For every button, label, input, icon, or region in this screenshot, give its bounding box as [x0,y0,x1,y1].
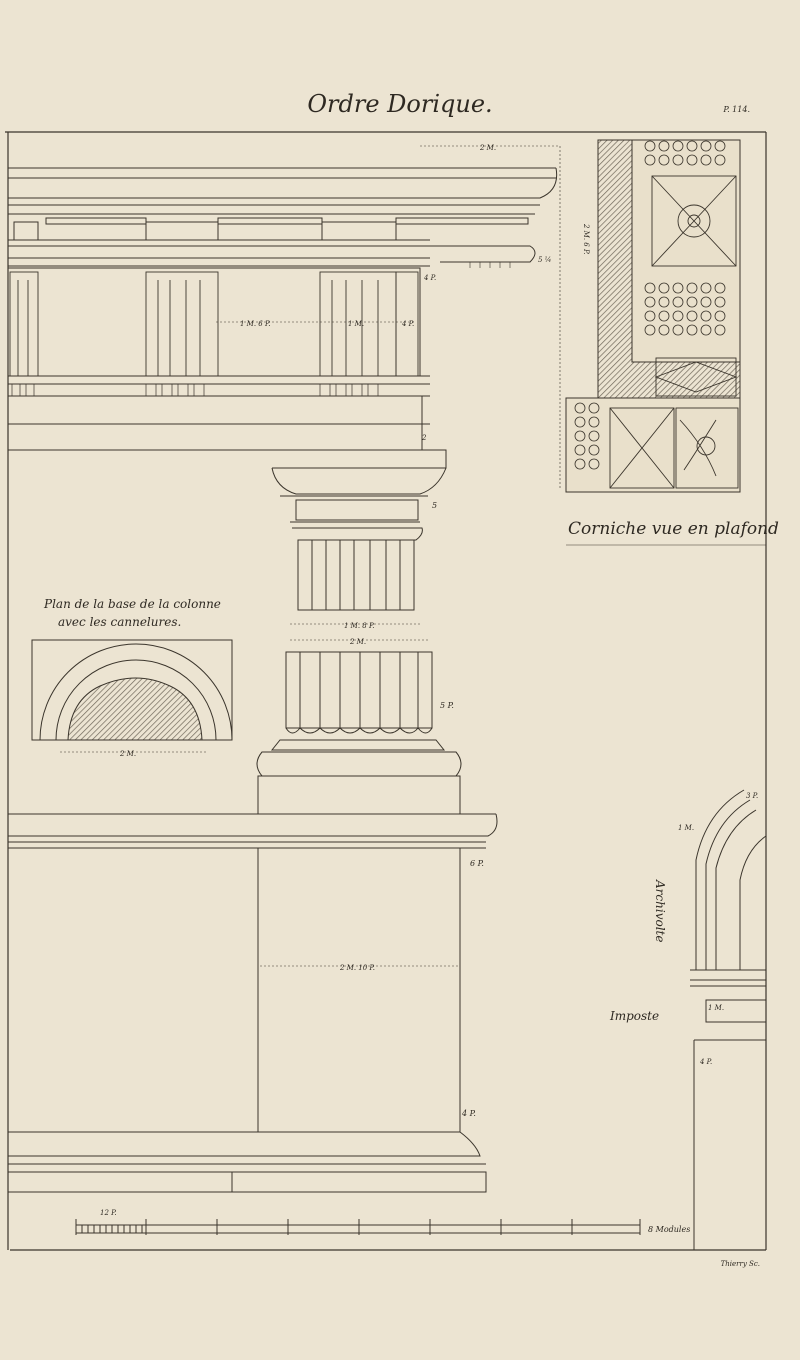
dim-arch-3p: 3 P. [746,792,758,800]
cornice-soffit [559,139,741,493]
dim-triglyph-spacing: 1 M. 6 P. [240,320,271,328]
plan-caption-line2: avec les cannelures. [58,615,181,629]
dim-shaft: 2 M. [349,638,366,646]
scale-bar [75,1219,641,1235]
dim-plan-width: 2 M. [119,750,136,758]
dim-triglyph-side: 4 P. [401,320,414,328]
dim-triglyph-width: 1 M. [348,320,364,328]
dim-abacus: 5 [432,501,437,510]
entablature [7,145,560,451]
scale-label: 8 Modules [648,1225,690,1234]
dim-frieze-top: 4 P. [423,274,436,282]
dim-arch-1m: 1 M. [678,824,694,832]
column-capital [271,449,447,541]
dim-capital-minor: 2 [421,434,427,442]
dim-cornice-projection: 2 M. [479,144,496,152]
scale-start-label: 12 P. [100,1209,117,1217]
dim-cornice-side: 5 ¼ [538,256,552,264]
dim-impost-4p: 4 P. [699,1058,712,1066]
pedestal [8,813,498,1193]
engraver-credit: Thierry Sc. [721,1260,760,1268]
dim-pedestal-width: 2 M. 10 P. [339,964,375,972]
archivolt-impost [690,789,767,1250]
dim-neck: 1 M. 8 P. [344,622,375,630]
plan-of-base [31,639,233,753]
column-shaft [285,539,433,734]
dim-base: 5 P. [440,701,454,710]
dim-plinth: 4 P. [461,1109,476,1118]
plate-title: Ordre Dorique. [307,90,492,118]
column-base [256,739,462,815]
plan-caption-line1: Plan de la base de la colonne [43,597,221,611]
dim-impost-1m: 1 M. [708,1004,724,1012]
page-reference: P. 114. [722,105,750,114]
dim-soffit-depth: 2 M. 6 P. [582,223,590,255]
soffit-caption: Corniche vue en plafond [568,519,779,539]
archivolt-label: Archivolte [653,879,667,942]
dim-pedestal-top: 6 P. [470,859,484,868]
impost-label: Imposte [609,1009,659,1023]
